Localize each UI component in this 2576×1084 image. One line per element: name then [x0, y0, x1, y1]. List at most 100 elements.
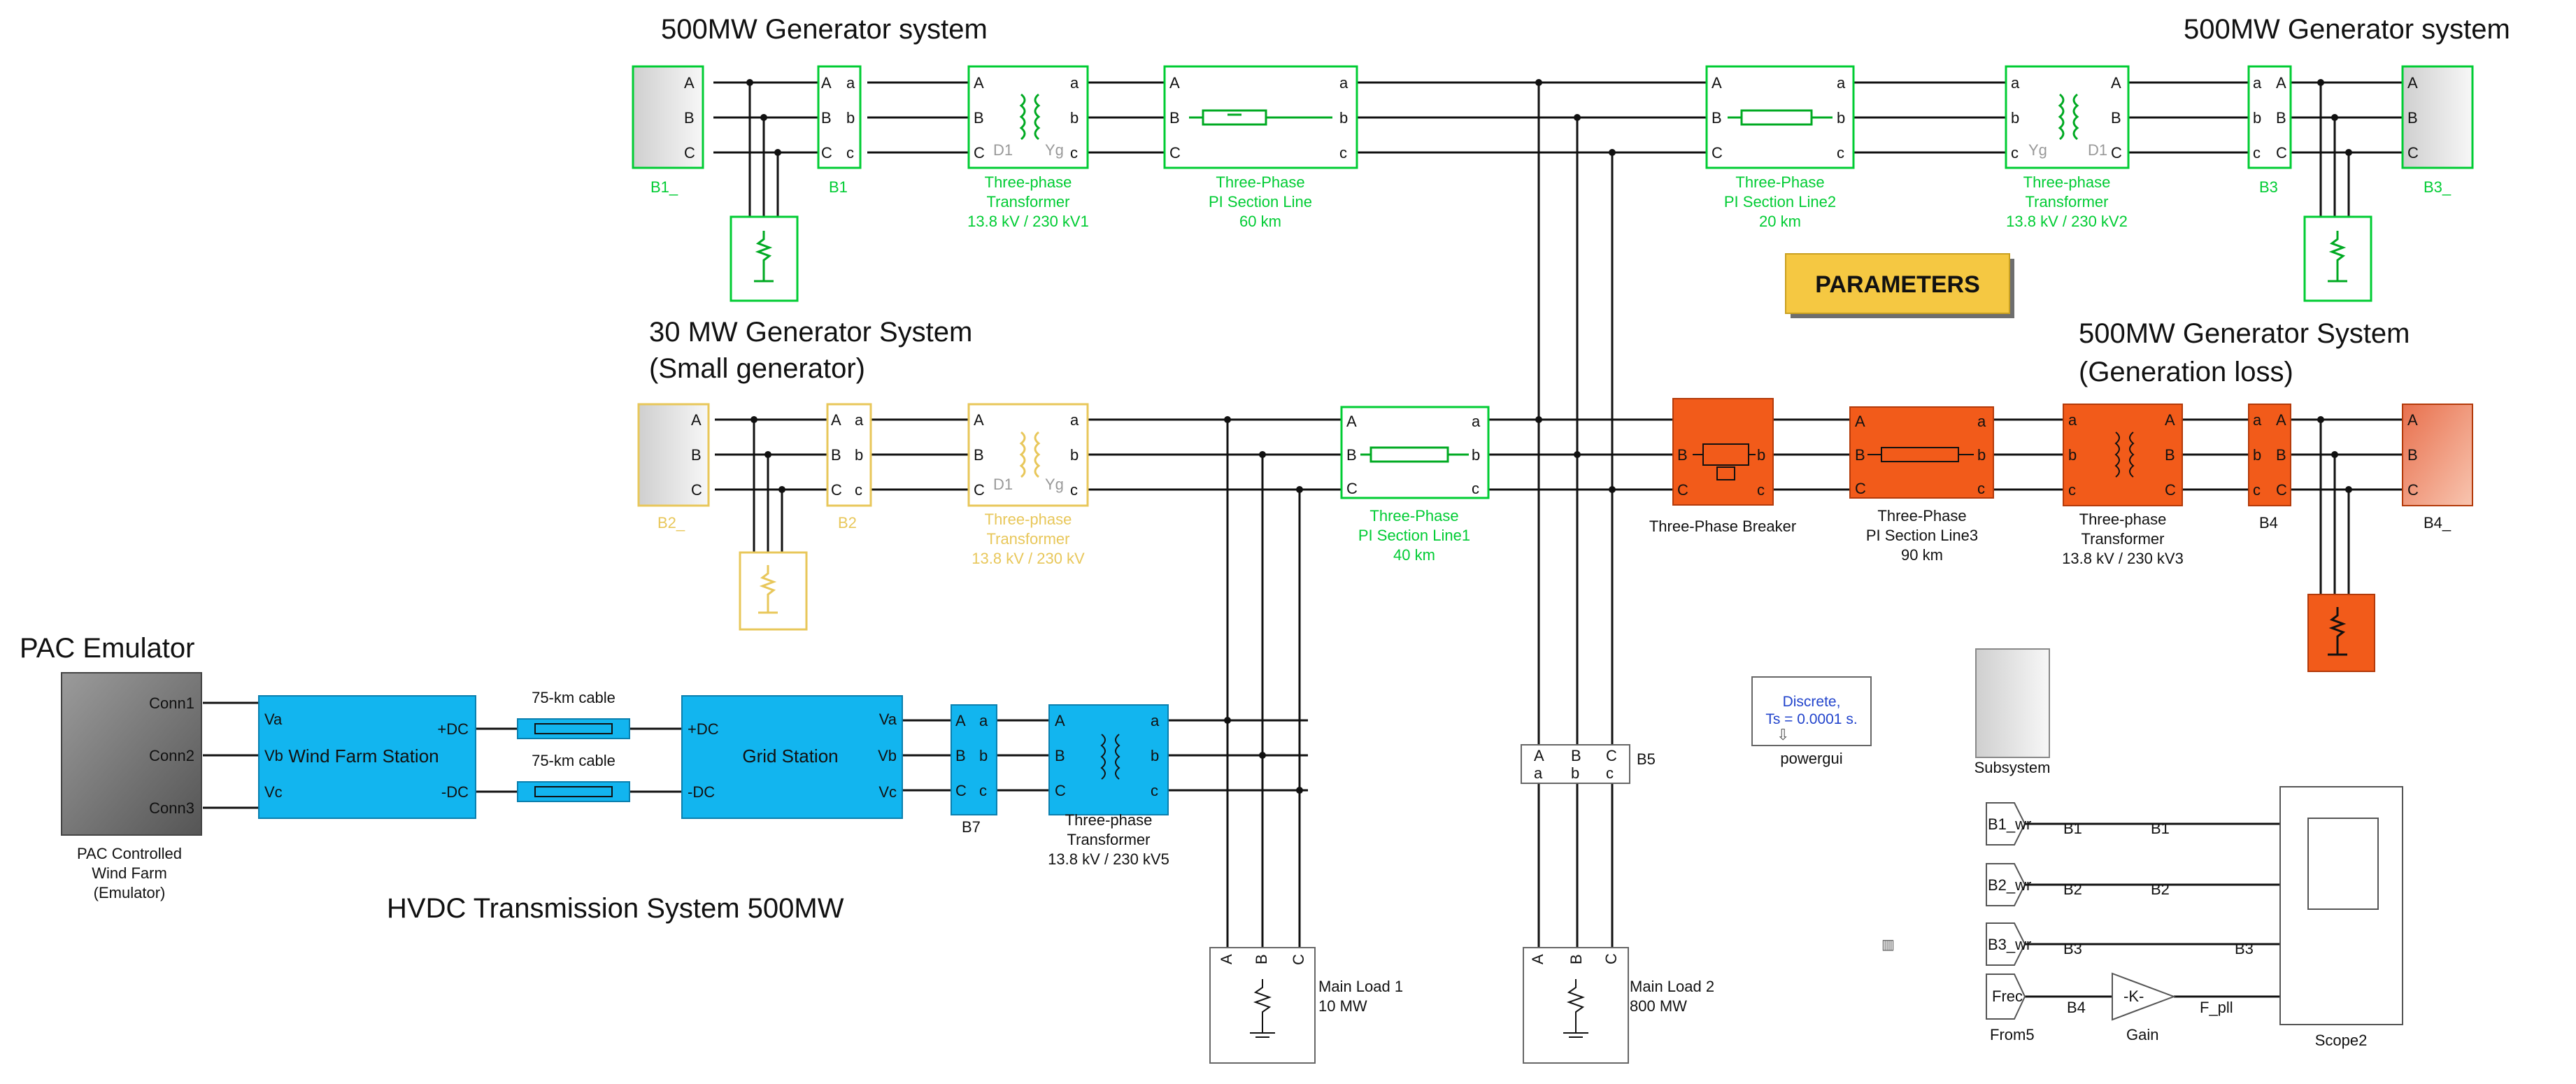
- bus-b7[interactable]: A a B b C c B7: [951, 704, 997, 836]
- svg-text:c: c: [1070, 481, 1078, 499]
- svg-text:B3_: B3_: [2424, 178, 2452, 196]
- pi-section-line-60km[interactable]: A B C a b c Three-Phase PI Section Line …: [1163, 65, 1358, 230]
- svg-text:B3: B3: [2063, 940, 2082, 957]
- parameters-button[interactable]: PARAMETERS: [1785, 253, 2014, 318]
- scope2-block[interactable]: Scope2: [2279, 786, 2403, 1049]
- pi-section-line-40km[interactable]: A B C a b c Three-Phase PI Section Line1…: [1340, 406, 1490, 564]
- transformer-2[interactable]: a b c A B C Yg D1 Three-phase Transforme…: [2005, 65, 2130, 230]
- svg-text:B4: B4: [2067, 999, 2086, 1016]
- svg-text:D1: D1: [993, 141, 1013, 159]
- transformer-coil-icon: [1019, 431, 1041, 478]
- pi-line-icon: [1867, 447, 1974, 462]
- transformer-small[interactable]: A B C a b c D1 Yg Three-phase Transforme…: [967, 403, 1089, 567]
- transformer-5[interactable]: A B C a b c Three-phase Transformer 13.8…: [1048, 704, 1169, 868]
- transformer-1[interactable]: A B C a b c D1 Yg Three-phase Transforme…: [967, 65, 1089, 230]
- powergui-arrow-icon: ⇩: [1777, 726, 1789, 743]
- svg-text:Three-Phase: Three-Phase: [1216, 173, 1304, 191]
- svg-text:a: a: [2253, 411, 2262, 429]
- svg-text:75-km cable: 75-km cable: [532, 752, 615, 769]
- pi-section-line-90km[interactable]: A B C a b c Three-Phase PI Section Line3…: [1849, 406, 1994, 564]
- bus-b3[interactable]: a A b B c C B3: [2247, 65, 2292, 196]
- main-load-1[interactable]: A B C Main Load 1 10 MW: [1209, 947, 1403, 1064]
- svg-text:B: B: [2111, 109, 2121, 127]
- svg-text:Frec: Frec: [1992, 987, 2023, 1005]
- marker-icon: ▥: [1881, 937, 1895, 953]
- from5-frec[interactable]: Frec From5: [1986, 974, 2035, 1043]
- from-b2-wr[interactable]: B2_wr: [1986, 863, 2031, 906]
- svg-text:b: b: [2068, 446, 2077, 464]
- svg-text:Three-Phase: Three-Phase: [1735, 173, 1824, 191]
- svg-text:C: C: [2276, 144, 2287, 162]
- powergui-block[interactable]: Discrete, Ts = 0.0001 s. ⇩ powergui: [1751, 676, 1872, 767]
- svg-text:B: B: [831, 446, 841, 464]
- load-rlc-b4[interactable]: [2307, 594, 2375, 672]
- bus-b2[interactable]: A a B b C c B2: [826, 403, 872, 532]
- svg-text:B1: B1: [2151, 820, 2170, 837]
- svg-text:+DC: +DC: [437, 720, 469, 738]
- pac-emulator-block[interactable]: Conn1 Conn2 Conn3 PAC Controlled Wind Fa…: [61, 672, 202, 901]
- bus-b4[interactable]: a A b B c C B4: [2248, 404, 2291, 532]
- heading-gen-top-left: 500MW Generator system: [661, 14, 988, 45]
- svg-text:b: b: [846, 109, 855, 127]
- pi-line-icon: [1360, 446, 1469, 463]
- cable-75km-negative[interactable]: 75-km cable: [517, 752, 630, 802]
- subsystem-block[interactable]: Subsystem: [1974, 648, 2051, 776]
- svg-text:Discrete,: Discrete,: [1783, 694, 1841, 710]
- svg-text:90 km: 90 km: [1901, 546, 1943, 564]
- svg-text:Yg: Yg: [2028, 141, 2047, 159]
- svg-text:PI Section Line3: PI Section Line3: [1866, 527, 1978, 544]
- svg-text:C: C: [1855, 480, 1866, 497]
- svg-text:a: a: [2253, 74, 2262, 92]
- load-rlc-top-right[interactable]: [2303, 215, 2372, 302]
- svg-text:C: C: [2165, 481, 2176, 499]
- source-b2-underscore[interactable]: A B C B2_: [637, 403, 710, 532]
- svg-text:A: A: [684, 74, 695, 92]
- svg-text:A: A: [1712, 74, 1722, 92]
- svg-text:a: a: [1977, 413, 1986, 430]
- transformer-3[interactable]: a b c A B C Three-phase Transformer 13.8…: [2062, 404, 2184, 567]
- svg-text:D1: D1: [993, 476, 1013, 493]
- transformer-coil-icon: [1100, 734, 1120, 780]
- svg-text:B: B: [821, 109, 832, 127]
- svg-text:Vb: Vb: [264, 747, 283, 764]
- svg-text:a: a: [2011, 74, 2020, 92]
- source-b3-underscore[interactable]: A B C B3_: [2401, 65, 2474, 196]
- scope-screen-icon: [2307, 818, 2379, 910]
- main-load-2[interactable]: A B C Main Load 2 800 MW: [1523, 947, 1714, 1064]
- from-b3-wr[interactable]: B3_wr: [1986, 922, 2031, 966]
- gain-block[interactable]: -K- Gain: [2112, 972, 2176, 1043]
- load-rlc-top-left[interactable]: [730, 215, 799, 302]
- b1-label: B1: [829, 178, 848, 196]
- svg-text:c: c: [1606, 764, 1614, 782]
- svg-text:c: c: [855, 481, 862, 499]
- svg-text:c: c: [2068, 481, 2076, 499]
- bus-b1[interactable]: A a B b C c B1: [817, 65, 862, 196]
- svg-text:Conn3: Conn3: [149, 799, 194, 817]
- svg-text:10 MW: 10 MW: [1318, 997, 1367, 1015]
- junction-dots: [746, 79, 2352, 794]
- svg-text:c: c: [2011, 144, 2019, 162]
- svg-text:B: B: [1712, 109, 1722, 127]
- pi-section-line-20km[interactable]: A B C a b c Three-Phase PI Section Line2…: [1705, 65, 1855, 230]
- bus-b5[interactable]: A B C a b c B5: [1521, 744, 1656, 784]
- source-b1-underscore[interactable]: A B C B1_: [632, 65, 704, 196]
- svg-text:a: a: [1472, 413, 1481, 430]
- heading-pac-emulator: PAC Emulator: [20, 633, 194, 664]
- svg-text:B7: B7: [962, 818, 981, 836]
- svg-text:40 km: 40 km: [1393, 546, 1435, 564]
- svg-text:Transformer: Transformer: [2082, 530, 2165, 548]
- svg-text:c: c: [2253, 144, 2261, 162]
- svg-text:A: A: [1169, 74, 1180, 92]
- wind-farm-station[interactable]: Va Vb Vc +DC -DC Wind Farm Station: [258, 695, 476, 819]
- load-rlc-small-gen[interactable]: [739, 551, 808, 631]
- svg-text:Transformer: Transformer: [2026, 193, 2109, 211]
- cable-75km-positive[interactable]: 75-km cable: [517, 689, 630, 739]
- resistor-icon: [2328, 607, 2347, 656]
- source-b4-underscore[interactable]: A B C B4_: [2402, 404, 2473, 532]
- from-b1-wr[interactable]: B1_wr: [1986, 802, 2031, 846]
- grid-station[interactable]: +DC -DC Va Vb Vc Grid Station: [681, 695, 903, 819]
- svg-text:Three-Phase: Three-Phase: [1877, 507, 1966, 525]
- resistor-icon: [1250, 979, 1275, 1038]
- svg-text:C: C: [821, 144, 832, 162]
- three-phase-breaker[interactable]: B C b c Three-Phase Breaker: [1649, 398, 1796, 535]
